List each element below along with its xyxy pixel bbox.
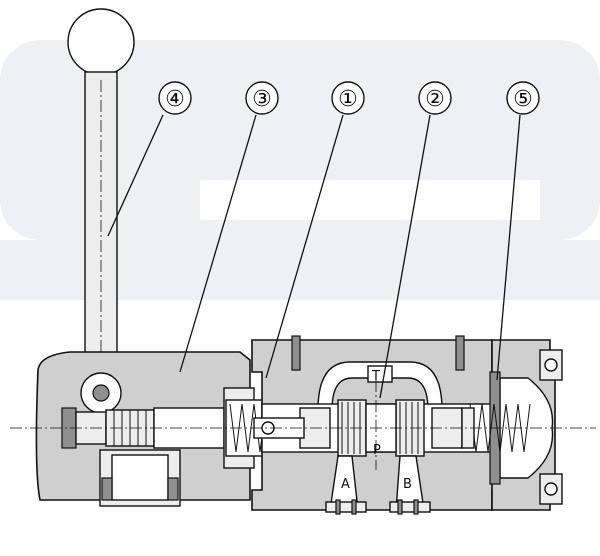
port-label-p: P	[373, 443, 381, 458]
lever-handle	[67, 8, 135, 373]
port-label-b: B	[403, 477, 412, 492]
callout-label-3: ③	[252, 87, 272, 112]
callout-label-4: ④	[165, 87, 185, 112]
callout-label-1: ①	[338, 87, 358, 112]
valve-body	[251, 335, 503, 515]
callout-label-5: ⑤	[513, 87, 533, 112]
operator-housing	[35, 351, 255, 507]
callout-4: ④	[158, 81, 192, 115]
port-label-t: T	[371, 369, 380, 384]
port-label-a: A	[341, 477, 350, 492]
leader-lines	[107, 114, 521, 399]
callout-label-2: ②	[425, 87, 445, 112]
callout-2: ②	[418, 81, 452, 115]
callout-5: ⑤	[506, 81, 540, 115]
callout-1: ①	[331, 81, 365, 115]
callout-3: ③	[245, 81, 279, 115]
